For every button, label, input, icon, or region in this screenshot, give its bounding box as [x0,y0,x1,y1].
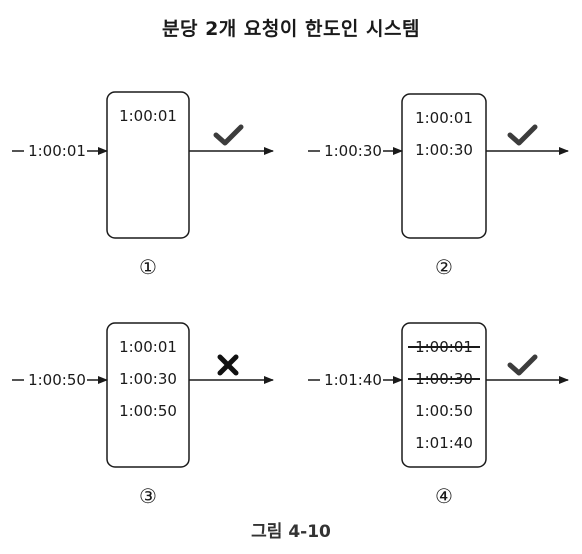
request-buffer-box [401,93,487,239]
panel-4: 1:01:401:00:011:00:301:00:501:01:40④ [308,322,569,508]
panel-number: ① [139,255,157,279]
incoming-request-time: 1:00:30 [324,142,382,160]
check-icon [507,124,538,146]
panel-number: ④ [435,484,453,508]
incoming-request-time: 1:00:50 [28,371,86,389]
timestamp-entry: 1:00:30 [415,141,473,159]
figure-caption: 그림 4-10 [251,522,331,542]
timestamp-entry: 1:00:50 [415,402,473,420]
panel-2: 1:00:30 1:00:01 1:00:30 ② [308,93,569,279]
cross-icon [217,354,239,376]
timestamp-entry: 1:00:01 [415,109,473,127]
incoming-request-time: 1:01:40 [324,371,382,389]
timestamp-entry: 1:01:40 [415,434,473,452]
incoming-request-time: 1:00:01 [28,142,86,160]
request-buffer-box [106,322,190,468]
cross-stroke [217,354,239,376]
request-buffer-box [401,322,487,468]
check-icon [507,354,538,376]
panel-number: ③ [139,484,157,508]
timestamp-entry: 1:00:01 [119,107,177,125]
check-icon [213,124,244,146]
request-buffer-box [106,91,190,239]
panel-number: ② [435,255,453,279]
panel-3: 1:00:50 1:00:01 1:00:30 1:00:50 ③ [12,322,274,508]
timestamp-entry: 1:00:30 [119,370,177,388]
diagram-title: 분당 2개 요청이 한도인 시스템 [162,18,420,40]
timestamp-entry: 1:00:01 [119,338,177,356]
timestamp-entry: 1:00:50 [119,402,177,420]
panel-1: 1:00:01 1:00:01 ① [12,91,274,279]
